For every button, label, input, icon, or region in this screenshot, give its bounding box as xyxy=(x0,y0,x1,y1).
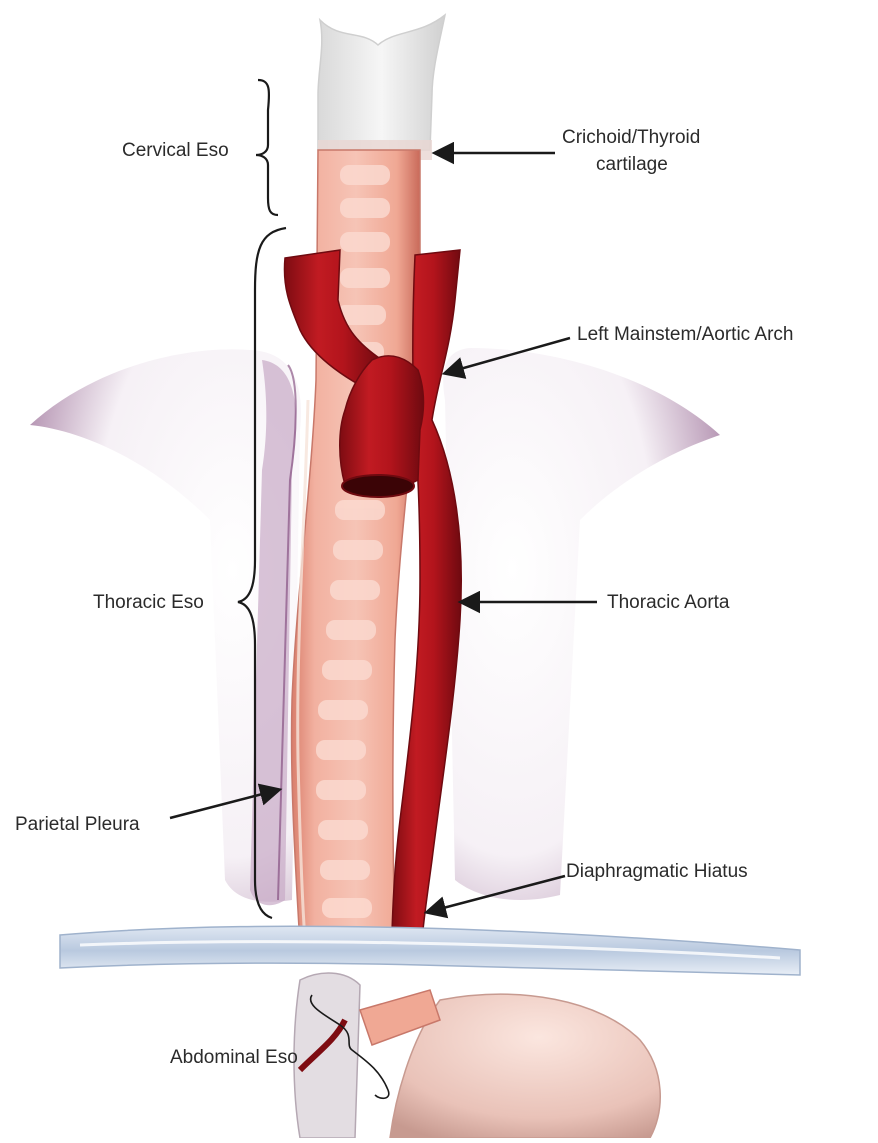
label-crichoid-line2: cartilage xyxy=(596,154,668,175)
cervical-eso-brace xyxy=(256,80,278,215)
aortic-arch-opening xyxy=(342,475,414,497)
right-lung xyxy=(443,348,720,900)
label-abdominal-eso: Abdominal Eso xyxy=(170,1047,298,1068)
label-left-mainstem: Left Mainstem/Aortic Arch xyxy=(577,324,793,345)
diaphragm xyxy=(60,926,800,975)
label-crichoid-line1: Crichoid/Thyroid xyxy=(562,127,700,148)
label-thoracic-eso: Thoracic Eso xyxy=(93,592,204,613)
label-cervical-eso: Cervical Eso xyxy=(122,140,229,161)
label-diaphragmatic-hiatus: Diaphragmatic Hiatus xyxy=(566,861,748,882)
label-thoracic-aorta: Thoracic Aorta xyxy=(607,592,730,613)
label-parietal-pleura: Parietal Pleura xyxy=(15,814,140,835)
stomach-left-fundus xyxy=(294,973,360,1138)
crichoid-thyroid-cartilage xyxy=(318,15,445,150)
